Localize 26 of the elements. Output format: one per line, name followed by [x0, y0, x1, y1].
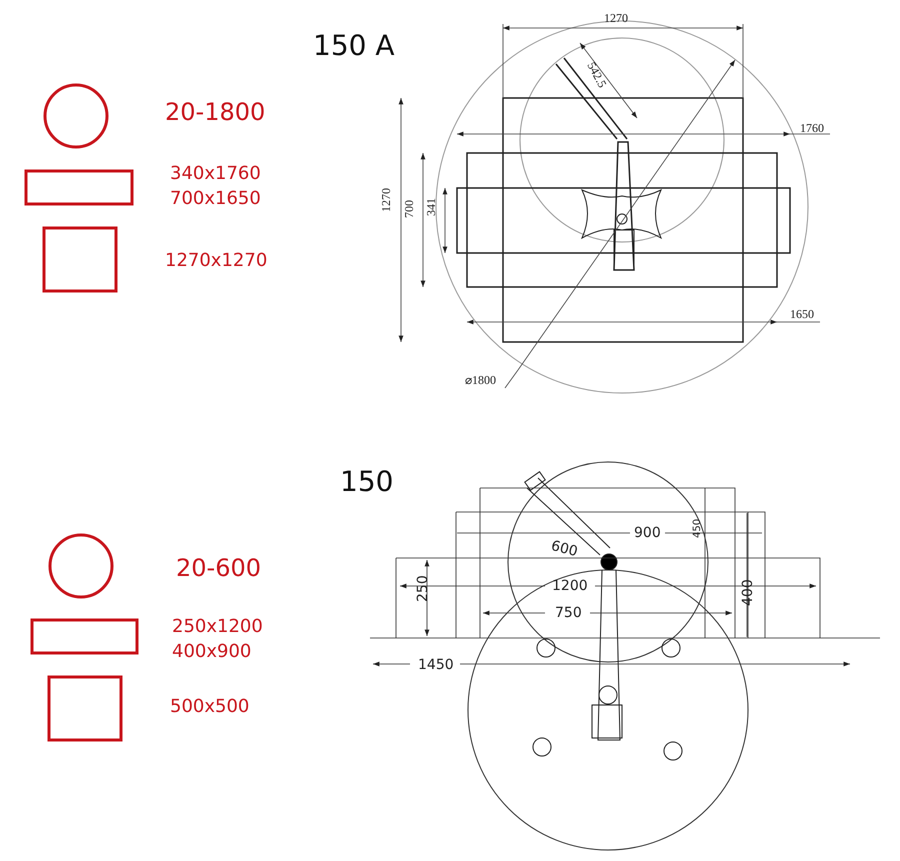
size-range: 20-600 — [176, 556, 262, 580]
size-text: 250x1200 — [172, 618, 263, 636]
size-range: 20-1800 — [165, 100, 266, 124]
model-title: 150 A — [313, 32, 394, 60]
dimension-label: 700 — [403, 200, 415, 218]
dimension-label: 1450 — [418, 658, 454, 672]
size-text: 1270x1270 — [165, 252, 268, 270]
dimension-label: 341 — [425, 198, 437, 216]
dimension-label: 1270 — [380, 188, 392, 212]
dimension-label: ⌀1800 — [465, 374, 496, 386]
dimension-label: 600 — [550, 539, 579, 560]
size-text: 400x900 — [172, 643, 252, 661]
size-text: 500x500 — [170, 698, 250, 716]
dimension-label: 250 — [416, 575, 430, 602]
dimension-label: 1760 — [800, 122, 824, 134]
dimension-label: 400 — [741, 579, 755, 606]
size-text: 700x1650 — [170, 190, 261, 208]
dimension-label: 1650 — [790, 308, 814, 320]
dimension-label: 1270 — [604, 12, 628, 24]
dimension-label: 542.5 — [585, 60, 609, 90]
dimension-label: 750 — [555, 606, 582, 620]
dimension-label: 450 — [693, 518, 703, 538]
dimension-label: 900 — [634, 526, 661, 540]
size-text: 340x1760 — [170, 165, 261, 183]
dimension-label: 1200 — [552, 579, 588, 593]
model-title: 150 — [340, 468, 394, 496]
